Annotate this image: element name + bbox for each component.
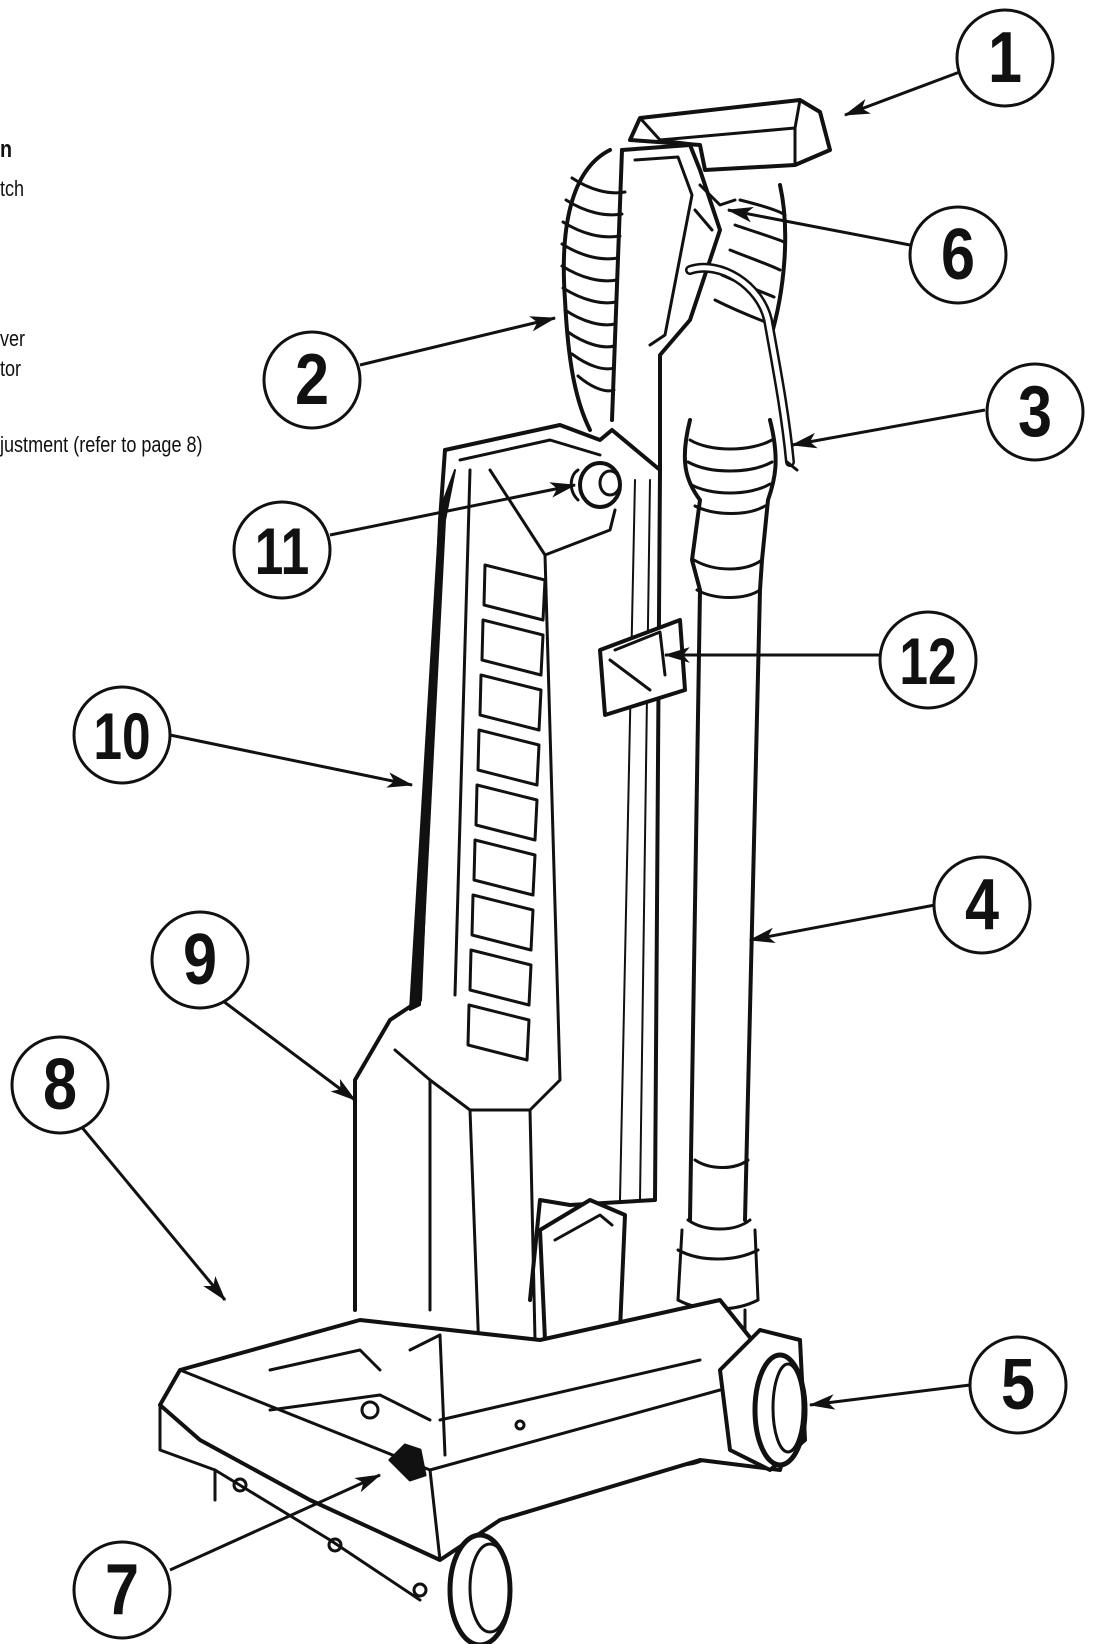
callout-12-label: 12	[899, 624, 956, 699]
leader-10	[169, 733, 414, 788]
callout-4: 4	[932, 855, 1032, 955]
hose-holder-clip	[598, 618, 687, 717]
callout-11-label: 11	[255, 514, 309, 589]
front-wheel	[447, 1532, 513, 1644]
callout-9: 9	[150, 910, 250, 1010]
callout-1-label: 1	[988, 18, 1022, 98]
callout-7-label: 7	[105, 1550, 139, 1630]
callout-11: 11	[232, 500, 332, 600]
handle-grip	[628, 98, 832, 172]
callout-6: 6	[908, 205, 1008, 305]
text-fragment-1: n	[0, 136, 13, 163]
main-body	[353, 423, 662, 1382]
leader-6	[726, 207, 911, 247]
callout-3: 3	[985, 362, 1085, 462]
callout-10: 10	[72, 685, 172, 785]
callout-7: 7	[72, 1540, 172, 1640]
callout-5: 5	[968, 1335, 1068, 1435]
leader-8	[78, 1124, 227, 1302]
callout-10-label: 10	[93, 699, 150, 774]
text-fragment-2: tch	[0, 176, 25, 201]
callout-5-label: 5	[1001, 1345, 1035, 1425]
upper-hose	[560, 148, 788, 432]
top-knob	[569, 461, 622, 509]
callout-12: 12	[878, 610, 978, 710]
handle-stem	[610, 143, 737, 472]
text-fragment-3: ver	[0, 326, 26, 351]
leader-4	[748, 903, 936, 944]
leader-7	[169, 1473, 382, 1572]
callout-8: 8	[10, 1035, 110, 1135]
callout-6-label: 6	[941, 215, 975, 295]
leader-3	[790, 408, 986, 449]
bag-slot	[409, 469, 456, 1011]
leader-11	[329, 482, 577, 537]
base-nozzle	[158, 1298, 802, 1602]
main-hose	[676, 418, 778, 1379]
rear-wheel	[718, 1328, 808, 1472]
text-fragment-4: tor	[0, 356, 22, 381]
leader-1	[843, 68, 966, 117]
callout-2: 2	[262, 330, 362, 430]
callout-2-label: 2	[295, 340, 329, 420]
leader-2	[359, 316, 557, 367]
text-fragment-5: justment (refer to page 8)	[0, 432, 203, 457]
callout-1: 1	[955, 8, 1055, 108]
leader-lines	[78, 68, 986, 1572]
vent-louvers	[466, 563, 547, 1062]
leader-9	[214, 993, 357, 1102]
callout-4-label: 4	[965, 865, 999, 945]
callouts: 1 2 3 4 5 6 7 8 9 10 11 12	[10, 8, 1085, 1640]
power-cord-top	[685, 262, 799, 472]
height-adjust-lever	[388, 1333, 447, 1482]
callout-8-label: 8	[43, 1045, 77, 1125]
callout-3-label: 3	[1018, 372, 1052, 452]
callout-9-label: 9	[183, 920, 217, 1000]
leader-5	[808, 1383, 971, 1410]
